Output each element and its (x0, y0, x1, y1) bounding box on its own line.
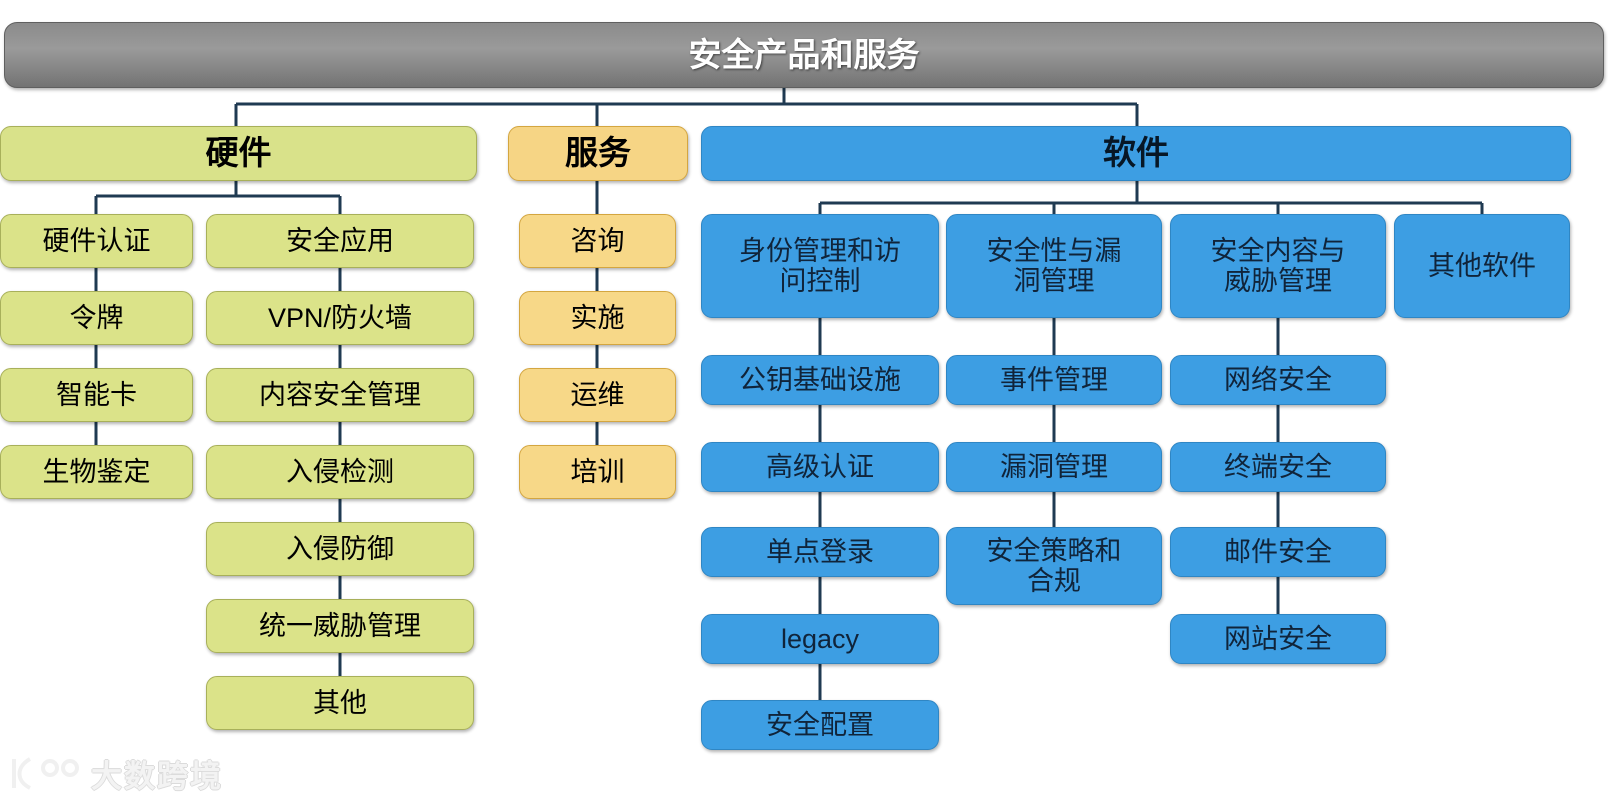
node-label: 网站安全 (1224, 623, 1332, 654)
node-service-items-2[interactable]: 运维 (519, 368, 676, 422)
node-label: 内容安全管理 (259, 379, 421, 410)
node-security-application-6[interactable]: 其他 (206, 676, 474, 730)
node-label: 入侵防御 (286, 533, 394, 564)
node-label: 邮件安全 (1224, 536, 1332, 567)
node-label: 其他软件 (1428, 250, 1536, 281)
node-label: 培训 (570, 456, 625, 487)
node-label: 令牌 (69, 302, 124, 333)
node-security-vulnerability-3[interactable]: 安全策略和 合规 (946, 527, 1162, 605)
node-hardware-auth-3[interactable]: 生物鉴定 (0, 445, 193, 499)
node-content-threat-4[interactable]: 网站安全 (1170, 614, 1386, 664)
node-label: 事件管理 (1000, 364, 1108, 395)
node-security-vulnerability-1[interactable]: 事件管理 (946, 355, 1162, 405)
node-content-threat-0[interactable]: 安全内容与 威胁管理 (1170, 214, 1386, 318)
node-label: 咨询 (570, 225, 625, 256)
branch-header-service[interactable]: 服务 (508, 126, 688, 181)
node-label: 高级认证 (766, 451, 874, 482)
node-label: VPN/防火墙 (267, 302, 413, 333)
node-label: 运维 (570, 379, 625, 410)
branch-header-software[interactable]: 软件 (701, 126, 1571, 181)
node-label: 入侵检测 (286, 456, 394, 487)
branch-header-hardware[interactable]: 硬件 (0, 126, 477, 181)
kuajing-logo-icon (8, 755, 82, 791)
branch-header-software-label: 软件 (1103, 134, 1169, 172)
node-label: legacy (780, 623, 860, 654)
node-identity-access-3[interactable]: 单点登录 (701, 527, 939, 577)
node-label: 身份管理和访 问控制 (739, 235, 901, 296)
node-label: 公钥基础设施 (739, 364, 901, 395)
node-identity-access-5[interactable]: 安全配置 (701, 700, 939, 750)
node-label: 安全配置 (766, 709, 874, 740)
root-label: 安全产品和服务 (688, 35, 920, 73)
node-security-application-0[interactable]: 安全应用 (206, 214, 474, 268)
node-security-application-4[interactable]: 入侵防御 (206, 522, 474, 576)
node-label: 生物鉴定 (42, 456, 151, 487)
node-other-software-0[interactable]: 其他软件 (1394, 214, 1570, 318)
node-hardware-auth-0[interactable]: 硬件认证 (0, 214, 193, 268)
node-service-items-0[interactable]: 咨询 (519, 214, 676, 268)
node-label: 网络安全 (1224, 364, 1332, 395)
node-security-application-2[interactable]: 内容安全管理 (206, 368, 474, 422)
node-label: 安全性与漏 洞管理 (986, 235, 1122, 296)
node-identity-access-0[interactable]: 身份管理和访 问控制 (701, 214, 939, 318)
node-hardware-auth-2[interactable]: 智能卡 (0, 368, 193, 422)
node-security-application-3[interactable]: 入侵检测 (206, 445, 474, 499)
node-identity-access-1[interactable]: 公钥基础设施 (701, 355, 939, 405)
branch-header-service-label: 服务 (565, 134, 631, 172)
node-security-vulnerability-0[interactable]: 安全性与漏 洞管理 (946, 214, 1162, 318)
node-content-threat-2[interactable]: 终端安全 (1170, 442, 1386, 492)
node-label: 硬件认证 (42, 225, 151, 256)
node-content-threat-3[interactable]: 邮件安全 (1170, 527, 1386, 577)
node-hardware-auth-1[interactable]: 令牌 (0, 291, 193, 345)
node-label: 安全策略和 合规 (986, 535, 1122, 596)
node-security-application-5[interactable]: 统一威胁管理 (206, 599, 474, 653)
node-label: 单点登录 (766, 536, 874, 567)
node-label: 智能卡 (56, 379, 137, 410)
node-security-vulnerability-2[interactable]: 漏洞管理 (946, 442, 1162, 492)
node-label: 统一威胁管理 (259, 610, 421, 641)
watermark: 大数跨境 (8, 748, 223, 798)
node-service-items-1[interactable]: 实施 (519, 291, 676, 345)
node-identity-access-2[interactable]: 高级认证 (701, 442, 939, 492)
node-label: 实施 (570, 302, 625, 333)
node-label: 安全内容与 威胁管理 (1210, 235, 1346, 296)
node-label: 安全应用 (286, 225, 394, 256)
node-identity-access-4[interactable]: legacy (701, 614, 939, 664)
node-content-threat-1[interactable]: 网络安全 (1170, 355, 1386, 405)
node-label: 终端安全 (1224, 451, 1332, 482)
node-service-items-3[interactable]: 培训 (519, 445, 676, 499)
root-node[interactable]: 安全产品和服务 (4, 22, 1604, 88)
node-label: 其他 (313, 687, 367, 718)
branch-header-hardware-label: 硬件 (205, 134, 272, 172)
watermark-text: 大数跨境 (91, 758, 223, 794)
node-label: 漏洞管理 (1000, 451, 1108, 482)
node-security-application-1[interactable]: VPN/防火墙 (206, 291, 474, 345)
